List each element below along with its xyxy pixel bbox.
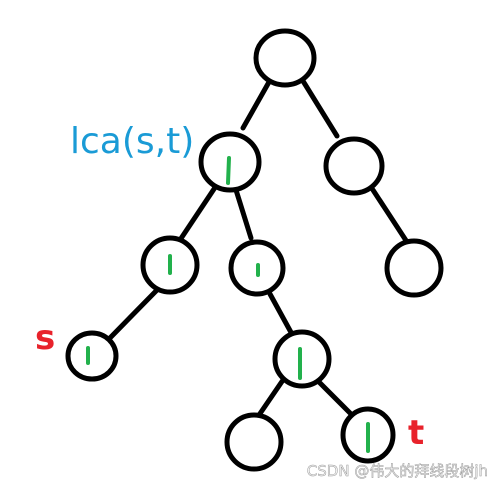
t-label: t <box>408 413 424 453</box>
edge-mid-leaf <box>254 377 286 421</box>
tree-nodes <box>65 28 444 472</box>
edge-lcaleft-s <box>105 287 160 343</box>
tree-node-leaf <box>224 412 284 472</box>
tree-edges <box>105 78 410 421</box>
edge-root-right <box>300 78 340 139</box>
edge-mid-t <box>315 378 353 416</box>
tree-node-s <box>65 330 119 382</box>
edge-lca-lcaright <box>233 187 254 241</box>
watermark: CSDN @伟大的拜线段树jh <box>307 462 488 480</box>
tree-node-right-child <box>384 238 444 298</box>
edge-root-lca <box>240 79 272 131</box>
visited-marks <box>86 156 370 453</box>
edge-lca-lcaleft <box>177 183 219 243</box>
lca-label: lca(s,t) <box>70 121 194 162</box>
edge-lcaright-mid <box>267 291 296 339</box>
tree-node-root <box>253 28 317 88</box>
edge-right-rightchild <box>370 187 410 245</box>
mark-lca <box>226 156 231 185</box>
tree-node-right <box>323 136 385 196</box>
s-label: s <box>35 318 55 358</box>
